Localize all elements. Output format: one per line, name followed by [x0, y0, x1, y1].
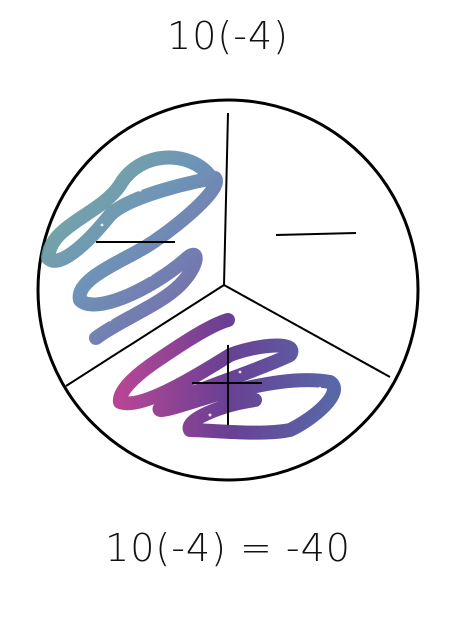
- divider-left: [65, 284, 225, 387]
- divider-right: [223, 284, 391, 378]
- scribble-left-sector: [41, 150, 223, 345]
- negative-sign-right: [275, 232, 357, 236]
- scribble-bottom-sector: [113, 313, 341, 440]
- expression-title: 10(-4): [167, 14, 289, 58]
- circle-outline: [36, 98, 420, 482]
- answer-equation: 10(-4) = -40: [105, 526, 351, 570]
- divider-top: [223, 112, 229, 286]
- sparkle-dots: [86, 188, 322, 422]
